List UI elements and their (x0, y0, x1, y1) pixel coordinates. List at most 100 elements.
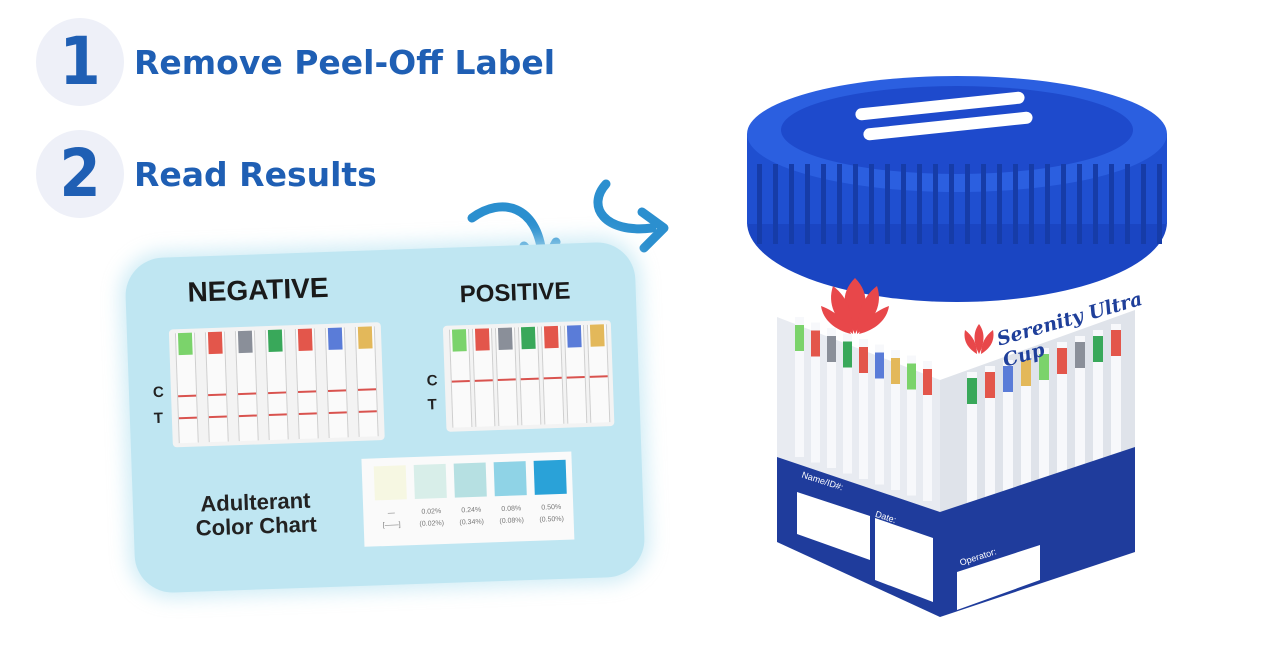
test-line (328, 410, 347, 414)
test-strip (324, 327, 349, 438)
control-line (451, 379, 470, 383)
swatch-sub-text: [——] (382, 521, 401, 530)
cup-test-strip (923, 361, 932, 501)
negative-t-label: T (153, 409, 164, 428)
lid-rib (1109, 164, 1114, 244)
swatch-sub-text: (0.34%) (459, 518, 485, 527)
cup-test-strip (875, 344, 884, 485)
color-swatch (533, 459, 567, 495)
control-line (497, 378, 516, 381)
cup-test-strip (985, 366, 995, 506)
strip-cap (543, 325, 559, 349)
color-swatch (493, 461, 527, 497)
cup-strip-cap (891, 358, 900, 384)
lid-rib (1029, 164, 1034, 244)
strip-cap (357, 326, 373, 349)
cup-test-strip (1039, 348, 1049, 488)
test-strip (448, 329, 473, 428)
lid-rib (757, 164, 762, 244)
swatch-sub-text: (0.02%) (419, 520, 445, 528)
strip-cap (237, 330, 253, 354)
swatch-sub-text: (0.08%) (499, 517, 525, 526)
strip-cap (297, 328, 313, 351)
strip-cap (566, 325, 582, 348)
lid-rib (949, 164, 954, 244)
cup-test-strip (1075, 336, 1085, 476)
cup-test-strip (859, 339, 868, 479)
lid-rib (853, 164, 858, 244)
lid-rib (981, 164, 986, 244)
test-strip (174, 332, 199, 444)
cup-strip-cap (985, 372, 995, 398)
lid-rib (773, 164, 778, 244)
lid-rib (837, 164, 842, 244)
cup-strip-cap (827, 336, 836, 362)
control-line (357, 387, 377, 391)
strip-cap (177, 332, 193, 356)
cup-strip-cap (1111, 330, 1121, 356)
lid-rib (805, 164, 810, 244)
strip-cap (520, 326, 536, 350)
positive-c-label: C (426, 372, 438, 390)
color-swatch (453, 462, 487, 498)
lid-rib (789, 164, 794, 244)
strip-cap (497, 327, 513, 350)
strip-cap (474, 328, 490, 351)
test-strip (517, 326, 542, 426)
lid-rib (997, 164, 1002, 244)
cup-strip-cap (843, 341, 852, 368)
lid-rib (1013, 164, 1018, 244)
cup-strip-cap (907, 363, 916, 390)
cup-strip-cap (1075, 342, 1085, 368)
cup-strip-cap (1057, 348, 1067, 374)
control-line (298, 389, 317, 393)
cup-test-strip (1111, 324, 1121, 464)
test-strip (471, 328, 496, 427)
test-strip (264, 329, 289, 441)
control-line (268, 391, 287, 394)
control-line (520, 377, 539, 381)
cup-strip-cap (1003, 366, 1013, 392)
negative-strips (168, 322, 385, 448)
cup-strip-cap (1093, 336, 1103, 362)
cup-strip-cap (923, 369, 932, 395)
test-strip (234, 330, 259, 442)
control-line (327, 388, 347, 392)
cup-strip-cap (875, 352, 884, 379)
positive-strips (442, 320, 615, 432)
test-strip (294, 328, 319, 440)
step-2-number: 2 (36, 130, 124, 218)
lid-rib (885, 164, 890, 244)
color-swatch (373, 465, 407, 501)
cup-test-strip (843, 333, 852, 474)
lid-rib (933, 164, 938, 244)
test-line (268, 413, 287, 416)
swatch-value: 0.50%(0.50%) (531, 502, 572, 527)
cup-test-strip (811, 322, 820, 463)
cup-strip-cap (1039, 354, 1049, 380)
lid-rib (965, 164, 970, 244)
step-2-label: Read Results (134, 154, 377, 194)
positive-heading: POSITIVE (459, 277, 571, 309)
color-swatch (413, 463, 447, 500)
lid-rib (901, 164, 906, 244)
swatch-value: 0.08%(0.08%) (491, 503, 532, 528)
lid-rib (1093, 164, 1098, 244)
test-strip (586, 324, 611, 423)
test-line (298, 411, 317, 415)
control-line (178, 394, 197, 397)
lid-rib (1157, 164, 1162, 244)
cup-test-strip (967, 372, 977, 512)
control-line (566, 375, 585, 379)
control-line (543, 376, 562, 380)
control-line (238, 392, 257, 395)
step-2: 2 Read Results (36, 130, 377, 218)
strip-cap (451, 329, 467, 352)
lid-rib (1141, 164, 1146, 244)
cup-strip-cap (859, 347, 868, 373)
lid-rib (1125, 164, 1130, 244)
result-card: NEGATIVE POSITIVE C T C T Adulterant Col… (124, 241, 646, 594)
negative-heading: NEGATIVE (186, 271, 330, 308)
cup-test-strip (1021, 354, 1031, 494)
cup-test-strip (1003, 360, 1013, 500)
